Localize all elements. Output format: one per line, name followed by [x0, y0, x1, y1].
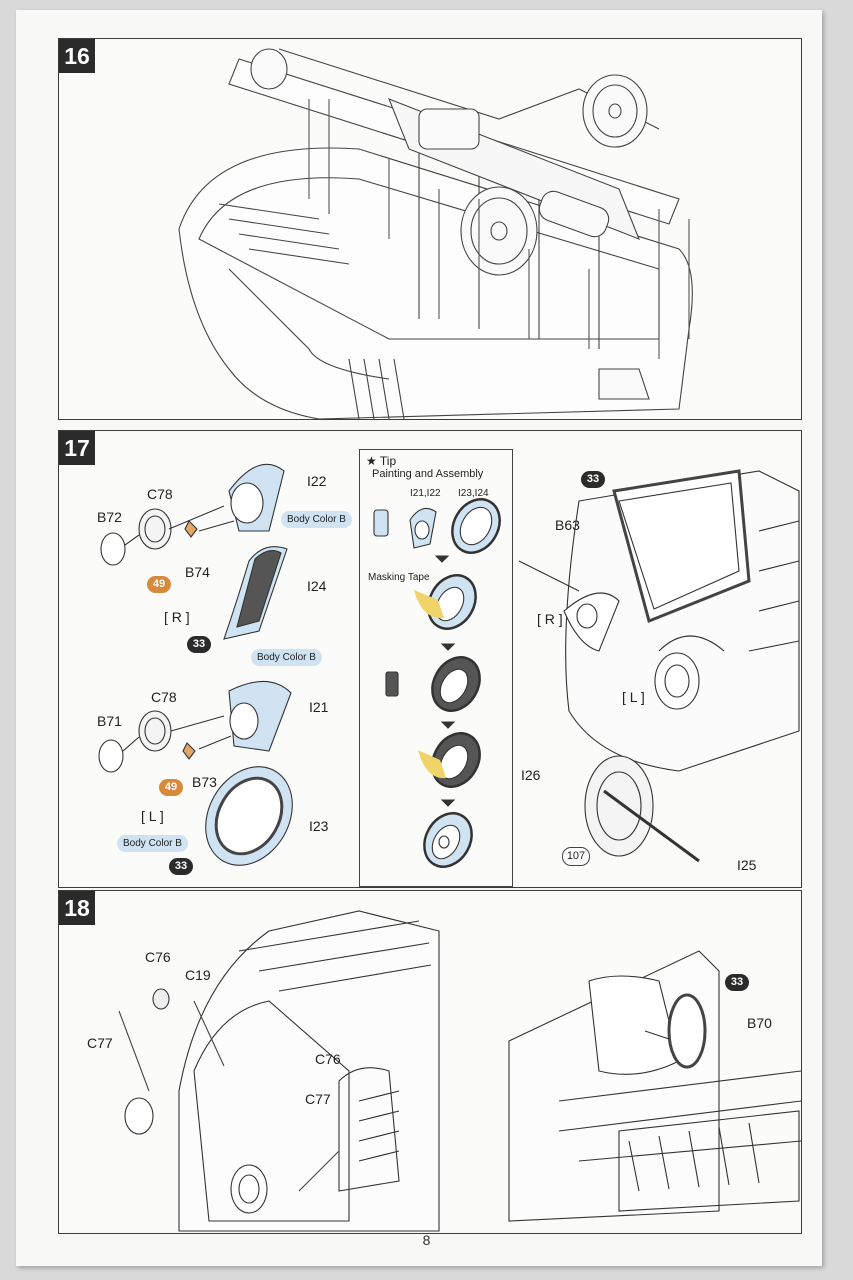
label-b71: B71	[97, 713, 122, 729]
part-badge-33: 33	[169, 858, 193, 875]
instruction-sheet: 16	[16, 10, 822, 1266]
paint-badge-49: 49	[159, 779, 183, 796]
label-b72: B72	[97, 509, 122, 525]
label-c77-a: C77	[87, 1035, 113, 1051]
star-icon: ★	[366, 454, 377, 468]
body-color-tag: Body Color B	[251, 649, 322, 666]
body-color-tag: Body Color B	[117, 835, 188, 852]
label-i26: I26	[521, 767, 541, 783]
tip-masking-label: Masking Tape	[368, 572, 430, 583]
page-number: 8	[422, 1232, 431, 1248]
label-i21: I21	[309, 699, 329, 715]
label-r-side-2: [ R ]	[537, 611, 563, 627]
label-i24: I24	[307, 578, 327, 594]
label-b70: B70	[747, 1015, 772, 1031]
step-17-panel: 17	[58, 430, 802, 888]
step-number: 18	[59, 891, 95, 925]
step-number: 17	[59, 431, 95, 465]
label-c78-left: C78	[151, 689, 177, 705]
tip-box: ★ Tip Painting and Assembly I21,I22 I23,…	[359, 449, 513, 887]
paint-badge-49: 49	[147, 576, 171, 593]
tip-col2: I23,I24	[458, 488, 489, 499]
label-b73: B73	[192, 774, 217, 790]
label-c76-b: C76	[315, 1051, 341, 1067]
body-color-tag: Body Color B	[281, 511, 352, 528]
label-l-side-2: [ L ]	[622, 689, 645, 705]
tip-col1: I21,I22	[410, 488, 441, 499]
label-c19: C19	[185, 967, 211, 983]
step-17-illustration	[98, 463, 800, 866]
label-c78-right: C78	[147, 486, 173, 502]
tip-title: Tip	[379, 454, 397, 468]
part-badge-33: 33	[725, 974, 749, 991]
label-b74: B74	[185, 564, 210, 580]
tip-subtitle: Painting and Assembly	[372, 468, 484, 480]
tip-title-row: ★ Tip	[366, 454, 396, 468]
tip-illustration	[373, 498, 501, 868]
step-16-panel: 16	[58, 38, 802, 420]
label-r-side: [ R ]	[164, 609, 190, 625]
label-c76-a: C76	[145, 949, 171, 965]
label-i22: I22	[307, 473, 327, 489]
step-number: 16	[59, 39, 95, 73]
part-badge-33: 33	[581, 471, 605, 488]
label-l-side: [ L ]	[141, 808, 164, 824]
part-badge-33: 33	[187, 636, 211, 653]
label-c77-b: C77	[305, 1091, 331, 1107]
label-i23: I23	[309, 818, 329, 834]
ring-badge-107: 107	[562, 847, 590, 866]
step-18-panel: 18 C76 C19 C77 C76 C77 B70 33	[58, 890, 802, 1234]
step-16-illustration	[178, 48, 693, 419]
step-18-illustration	[118, 910, 801, 1232]
label-i25: I25	[737, 857, 757, 873]
label-b63: B63	[555, 517, 580, 533]
